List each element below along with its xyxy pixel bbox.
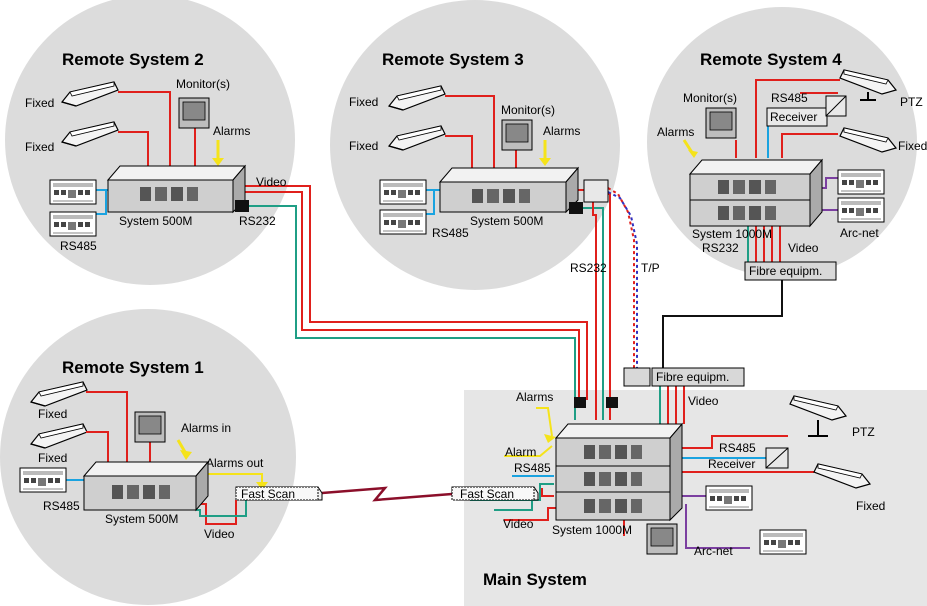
- main-receiver-label: Receiver: [708, 457, 755, 471]
- rs4-alarms-label: Alarms: [657, 125, 694, 139]
- rs4-arcnet-label: Arc-net: [840, 226, 879, 240]
- system-1000m-unit: [555, 437, 671, 467]
- main-system-area: [464, 390, 927, 606]
- fibre-equipment-box: [744, 261, 837, 281]
- remote-system-1-area: [0, 309, 296, 605]
- main-video-top-label: Video: [688, 394, 719, 408]
- rs3-fixed-label: Fixed: [349, 95, 378, 109]
- rs2-fixed-label: Fixed: [25, 96, 54, 110]
- rs3-rs232-label: RS232: [570, 261, 607, 275]
- main-fibre-label: Fibre equipm.: [656, 370, 729, 384]
- alarm-arrow-icon: [256, 482, 268, 490]
- rs2-monitor-label: Monitor(s): [176, 77, 230, 91]
- main-video-bottom-label: Video: [503, 517, 534, 531]
- keyboard-icon: [379, 179, 427, 205]
- main-system-label: System 1000M: [552, 523, 632, 537]
- keyboard-icon: [759, 529, 807, 555]
- monitor-icon: [646, 523, 678, 555]
- remote-system-2-title: Remote System 2: [62, 50, 204, 69]
- rs3-fixed-label: Fixed: [349, 139, 378, 153]
- remote-system-3: Remote System 3 Fixed Fixed Monitor(s) A…: [349, 50, 660, 275]
- rs4-fixed-label: Fixed: [898, 139, 927, 153]
- keyboard-icon: [49, 179, 97, 205]
- remote-system-4-title: Remote System 4: [700, 50, 842, 69]
- connector-icon: [606, 397, 618, 408]
- rs4-receiver-label: Receiver: [770, 110, 817, 124]
- receiver-box: [766, 107, 828, 127]
- monitor-icon: [134, 411, 166, 443]
- rs4-system-label: System 1000M: [692, 227, 772, 241]
- rs3-monitor-label: Monitor(s): [501, 103, 555, 117]
- remote-system-2: Remote System 2 Fixed Fixed Monitor(s) A…: [25, 50, 287, 253]
- monitor-icon: [705, 107, 737, 139]
- monitor-icon: [501, 119, 533, 151]
- rs4-rs232-label: RS232: [702, 241, 739, 255]
- rs4-video-label: Video: [788, 241, 819, 255]
- rs4-monitor-label: Monitor(s): [683, 91, 737, 105]
- monitor-icon: [178, 97, 210, 129]
- main-system-title: Main System: [483, 570, 587, 589]
- rs3-alarms-label: Alarms: [543, 124, 580, 138]
- rs1-rs485-label: RS485: [43, 499, 80, 513]
- fibre-equipment-box: [651, 367, 745, 387]
- main-arcnet-label: Arc-net: [694, 544, 733, 558]
- main-alarm-label: Alarm: [505, 445, 536, 459]
- alarm-arrow-icon: [539, 158, 551, 166]
- rs2-system-label: System 500M: [119, 214, 192, 228]
- alarm-arrow-icon: [180, 450, 192, 460]
- rs3-rs485-label: RS485: [432, 226, 469, 240]
- rs2-alarms-label: Alarms: [213, 124, 250, 138]
- alarm-arrow-icon: [212, 158, 224, 166]
- connector-icon: [574, 397, 586, 408]
- system-500m-unit: [83, 475, 197, 511]
- connector-icon: [569, 202, 583, 214]
- remote-system-1: Remote System 1 Fixed Fixed Alarms in Al…: [19, 358, 323, 541]
- converter-box-icon: [583, 179, 609, 203]
- rs4-fibre-label: Fibre equipm.: [749, 264, 822, 278]
- keyboard-icon: [19, 467, 67, 493]
- rs1-fixed-label: Fixed: [38, 451, 67, 465]
- connector-icon: [235, 200, 249, 212]
- keyboard-icon: [49, 211, 97, 237]
- keyboard-icon: [705, 485, 753, 511]
- rs1-video-label: Video: [204, 527, 235, 541]
- system-500m-unit: [107, 179, 234, 213]
- main-rs485-right-label: RS485: [719, 441, 756, 455]
- rs2-rs232-label: RS232: [239, 214, 276, 228]
- main-system: Main System Fibre equipm. Video Alarms A…: [451, 367, 885, 589]
- rs1-fixed-label: Fixed: [38, 407, 67, 421]
- rs2-video-label: Video: [256, 175, 287, 189]
- main-rs485-left-label: RS485: [514, 461, 551, 475]
- rs4-ptz-label: PTZ: [900, 95, 923, 109]
- main-alarms-label: Alarms: [516, 390, 553, 404]
- rs1-alarms-in-label: Alarms in: [181, 421, 231, 435]
- keyboard-icon: [837, 169, 885, 195]
- converter-box-icon: [623, 367, 651, 387]
- rs1-fast-scan-label: Fast Scan: [241, 487, 295, 501]
- remote-system-3-title: Remote System 3: [382, 50, 524, 69]
- fast-scan-unit: [235, 486, 319, 501]
- rs2-rs485-label: RS485: [60, 239, 97, 253]
- rs2-fixed-label: Fixed: [25, 140, 54, 154]
- keyboard-icon: [379, 209, 427, 235]
- fast-scan-unit: [451, 486, 535, 501]
- main-fixed-label: Fixed: [856, 499, 885, 513]
- keyboard-icon: [837, 197, 885, 223]
- rs1-system-label: System 500M: [105, 512, 178, 526]
- rs4-rs485-label: RS485: [771, 91, 808, 105]
- rs3-system-label: System 500M: [470, 214, 543, 228]
- main-fast-scan-label: Fast Scan: [460, 487, 514, 501]
- rs3-tp-label: T/P: [641, 261, 660, 275]
- remote-system-4: Remote System 4 Monitor(s) Alarms RS485 …: [657, 50, 927, 281]
- main-ptz-label: PTZ: [852, 425, 875, 439]
- rs1-alarms-out-label: Alarms out: [206, 456, 264, 470]
- remote-system-1-title: Remote System 1: [62, 358, 204, 377]
- alarm-arrow-icon: [544, 434, 556, 443]
